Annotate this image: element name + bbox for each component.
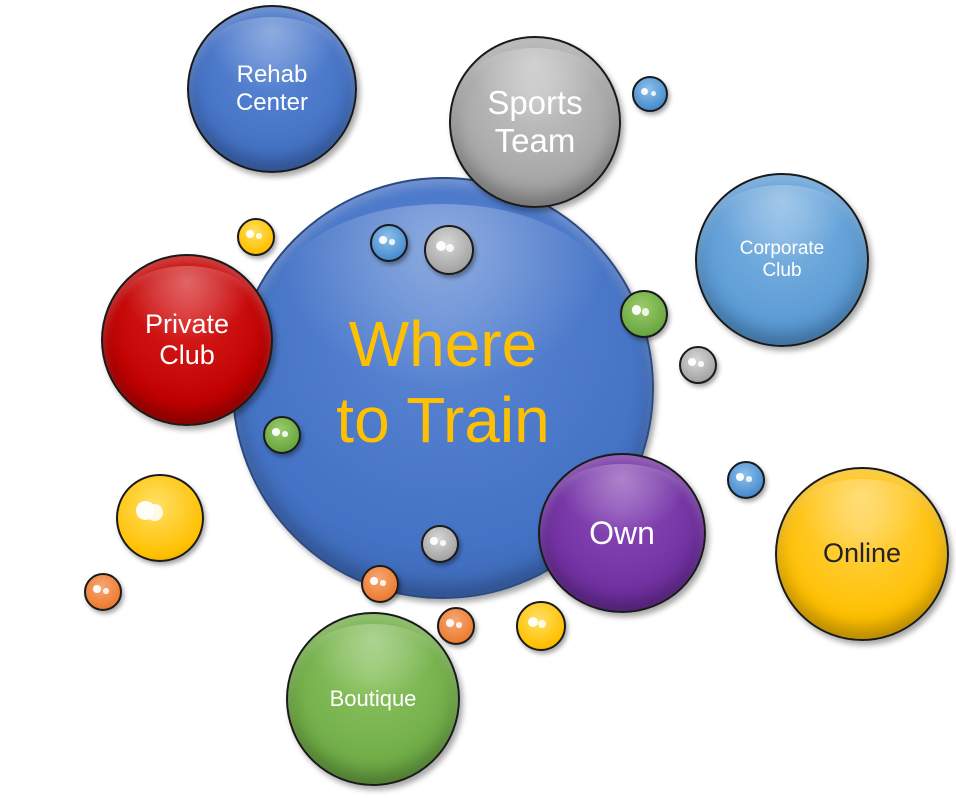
decor-dot-orange — [84, 573, 122, 611]
decor-dot-blue — [727, 461, 765, 499]
bubble-own: Own — [538, 453, 706, 613]
decor-dot-gray — [424, 225, 474, 275]
decor-dot-blue — [370, 224, 408, 262]
boutique-label: Boutique — [329, 686, 417, 712]
bubble-sports-team: Sports Team — [449, 36, 621, 208]
decor-dot-yellow — [116, 474, 204, 562]
center-label: Where to Train — [336, 308, 550, 456]
sports-team-label: Sports Team — [487, 84, 583, 159]
bubble-rehab-center: Rehab Center — [187, 5, 357, 173]
decor-dot-yellow — [516, 601, 566, 651]
bubble-corporate-club: Corporate Club — [695, 173, 869, 347]
decor-dot-green — [620, 290, 668, 338]
bubble-boutique: Boutique — [286, 612, 460, 786]
rehab-center-label: Rehab Center — [235, 61, 309, 116]
decor-dot-gray — [421, 525, 459, 563]
own-label: Own — [589, 514, 655, 551]
decor-dot-yellow — [237, 218, 275, 256]
decor-dot-orange — [437, 607, 475, 645]
private-club-label: Private Club — [144, 308, 230, 370]
bubble-online: Online — [775, 467, 949, 641]
corporate-club-label: Corporate Club — [739, 238, 825, 281]
decor-dot-gray — [679, 346, 717, 384]
online-label: Online — [822, 538, 902, 569]
decor-dot-orange — [361, 565, 399, 603]
bubble-private-club: Private Club — [101, 254, 273, 426]
decor-dot-green — [263, 416, 301, 454]
decor-dot-blue — [632, 76, 668, 112]
